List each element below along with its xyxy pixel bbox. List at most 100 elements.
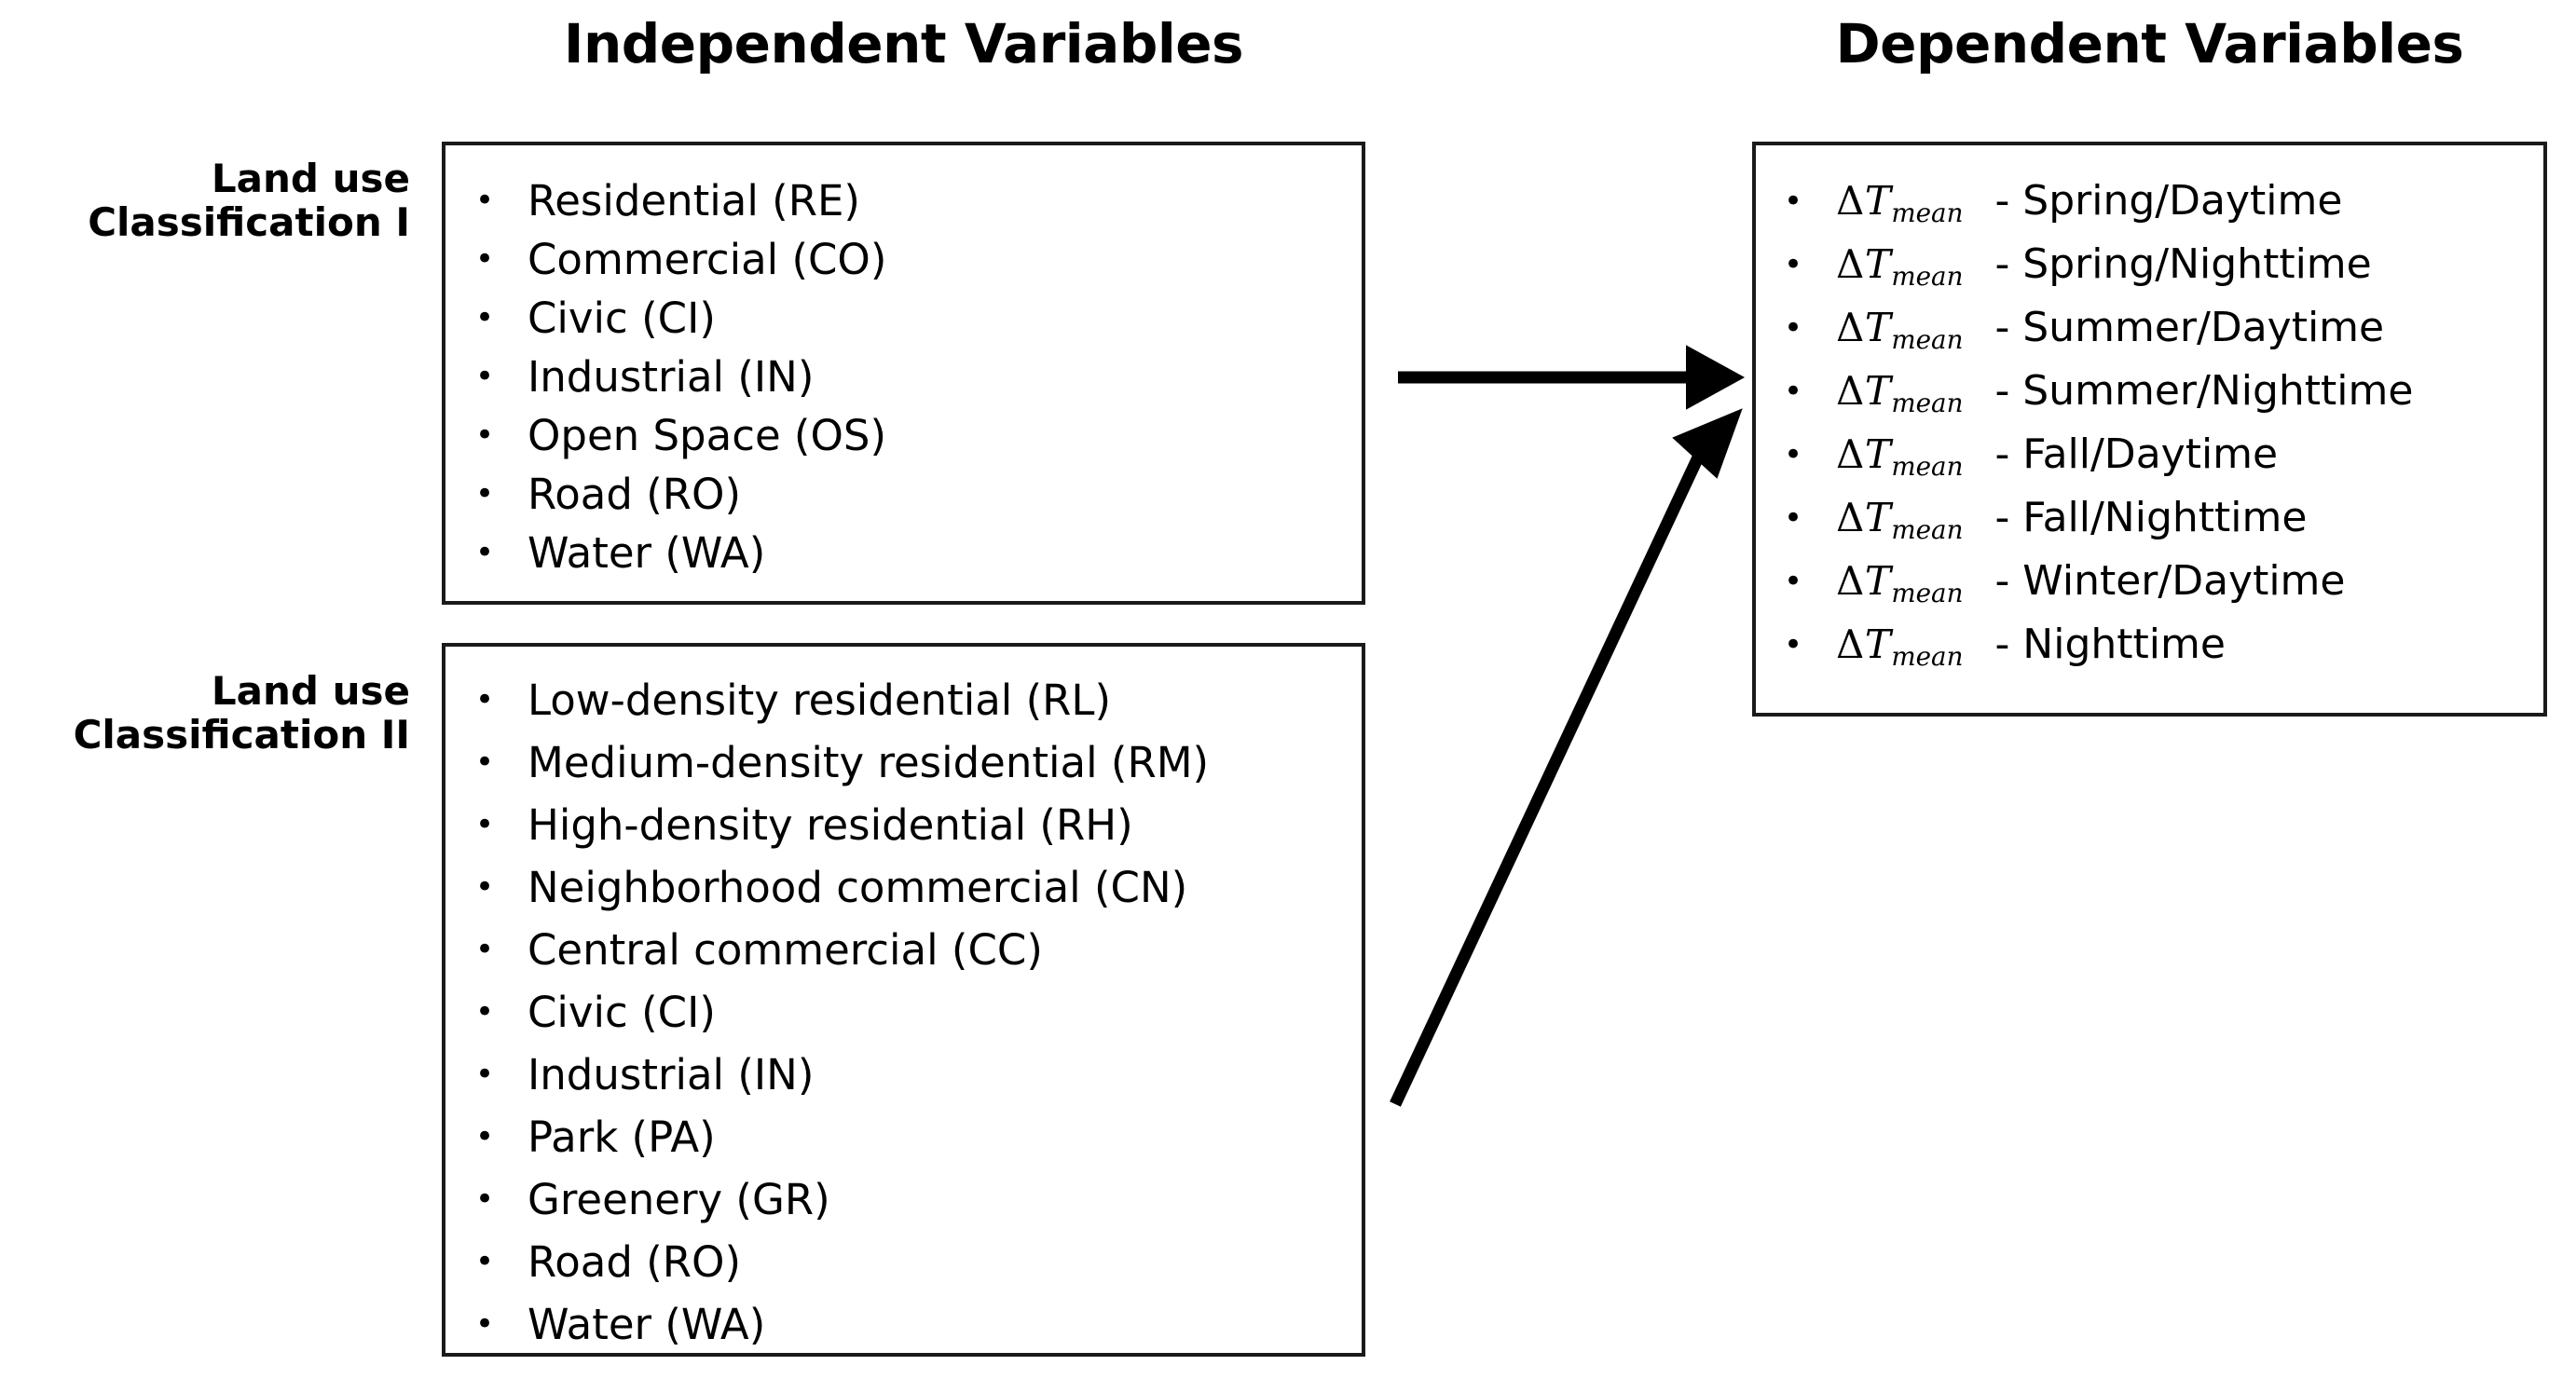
bullet-icon: • — [475, 931, 495, 968]
dependent-variable-item: • ΔTmean - Summer/Nighttime — [1784, 360, 2543, 423]
dependent-variable-item: • ΔTmean - Nighttime — [1784, 613, 2543, 676]
bullet-icon: • — [475, 868, 495, 906]
classification-2-label: Medium-density residential (RM) — [528, 738, 1210, 787]
label-line-2: Classification I — [88, 199, 410, 246]
list-dependent-variables: • ΔTmean - Spring/Daytime • ΔTmean - Spring/N… — [1756, 145, 2543, 676]
classification-2-item: •Road (RO) — [475, 1231, 1362, 1293]
season-period-label: - Winter/Daytime — [1994, 557, 2346, 605]
list-classification-1: •Residential (RE)•Commercial (CO)•Civic … — [445, 145, 1362, 582]
classification-2-label: Civic (CI) — [528, 988, 716, 1037]
season-period-label: - Fall/Daytime — [1994, 430, 2279, 478]
classification-2-item: • Central commercial (CC) — [475, 919, 1362, 981]
bullet-icon: • — [1784, 626, 1803, 663]
bullet-icon: • — [475, 744, 495, 781]
dependent-variable-label: ΔTmean - Winter/Daytime — [1836, 550, 2345, 625]
bullet-icon: • — [475, 806, 495, 843]
classification-1-item: • Civic (CI) — [475, 289, 1362, 348]
classification-1-label: Water (WA) — [528, 528, 766, 578]
season-period-label: - Spring/Daytime — [1994, 177, 2343, 225]
classification-1-item: • Road (RO) — [475, 465, 1362, 524]
delta-t-mean-symbol: ΔTmean — [1836, 178, 1964, 228]
bullet-icon: • — [1784, 183, 1803, 220]
classification-2-item: • High-density residential (RH) — [475, 794, 1362, 856]
label-land-use-classification-2: Land use Classification II — [0, 669, 410, 757]
classification-2-label: Park (PA) — [528, 1113, 716, 1162]
bullet-icon: • — [1784, 373, 1803, 410]
dependent-variable-label: ΔTmean - Fall/Daytime — [1836, 423, 2278, 498]
dependent-variable-item: • ΔTmean - Spring/Daytime — [1784, 170, 2543, 233]
classification-2-label: Low-density residential (RL) — [528, 676, 1112, 725]
bullet-icon: • — [1784, 499, 1803, 537]
delta-t-mean-symbol: ΔTmean — [1836, 431, 1964, 482]
season-period-label: - Summer/Nighttime — [1994, 367, 2414, 415]
box-independent-classification-1: •Residential (RE)•Commercial (CO)•Civic … — [442, 142, 1365, 605]
classification-2-item: • Medium-density residential (RM) — [475, 731, 1362, 794]
classification-2-item: • Park (PA) — [475, 1106, 1362, 1168]
delta-t-mean-symbol: ΔTmean — [1836, 305, 1964, 355]
classification-2-item: • Low-density residential (RL) — [475, 669, 1362, 731]
bullet-icon: • — [1784, 436, 1803, 473]
bullet-icon: • — [1784, 246, 1803, 283]
bullet-icon: • — [475, 993, 495, 1031]
bullet-icon: • — [475, 182, 495, 219]
bullet-icon: • — [475, 358, 495, 395]
classification-2-item: • Neighborhood commercial (CN) — [475, 856, 1362, 919]
classification-1-item: • Industrial (IN) — [475, 348, 1362, 406]
classification-1-item: •Commercial (CO) — [475, 230, 1362, 289]
delta-t-mean-symbol: ΔTmean — [1836, 621, 1964, 672]
label-land-use-classification-1: Land use Classification I — [0, 157, 410, 244]
bullet-icon: • — [475, 1056, 495, 1093]
classification-2-label: Water (WA) — [528, 1300, 766, 1349]
delta-t-mean-symbol: ΔTmean — [1836, 495, 1964, 545]
classification-1-label: Road (RO) — [528, 470, 742, 519]
box-dependent-variables: • ΔTmean - Spring/Daytime • ΔTmean - Spring/N… — [1752, 142, 2547, 717]
classification-2-item: • Water (WA) — [475, 1293, 1362, 1356]
classification-1-label: Open Space (OS) — [528, 411, 887, 460]
season-period-label: - Fall/Nighttime — [1994, 494, 2308, 541]
dependent-variable-label: ΔTmean - Nighttime — [1836, 613, 2226, 689]
bullet-icon: • — [475, 1305, 495, 1343]
classification-2-label: Greenery (GR) — [528, 1175, 830, 1224]
classification-2-label: High-density residential (RH) — [528, 800, 1133, 850]
bullet-icon: • — [1784, 309, 1803, 347]
dependent-variable-label: ΔTmean - Fall/Nighttime — [1836, 486, 2307, 562]
label-line-1: Land use — [211, 668, 410, 714]
bullet-icon: • — [475, 534, 495, 571]
bullet-icon: • — [475, 681, 495, 718]
page-title-independent-variables: Independent Variables — [563, 12, 1244, 75]
bullet-icon: • — [475, 299, 495, 336]
label-line-2: Classification II — [73, 712, 410, 758]
arrow-horizontal — [1398, 345, 1746, 410]
dependent-variable-label: ΔTmean - Summer/Daytime — [1836, 296, 2384, 372]
bullet-icon: • — [475, 240, 495, 278]
arrow-diagonal — [1390, 408, 1743, 1107]
classification-1-item: • Water (WA) — [475, 524, 1362, 582]
delta-t-mean-symbol: ΔTmean — [1836, 241, 1964, 292]
dependent-variable-item: • ΔTmean - Fall/Daytime — [1784, 423, 2543, 486]
season-period-label: - Nighttime — [1994, 621, 2226, 668]
dependent-variable-item: • ΔTmean - Summer/Daytime — [1784, 296, 2543, 360]
list-classification-2: • Low-density residential (RL) • Medium-den… — [445, 647, 1362, 1356]
delta-t-mean-symbol: ΔTmean — [1836, 558, 1964, 608]
classification-2-label: Neighborhood commercial (CN) — [528, 863, 1188, 912]
label-line-1: Land use — [211, 156, 410, 201]
delta-t-mean-symbol: ΔTmean — [1836, 368, 1964, 418]
season-period-label: - Summer/Daytime — [1994, 304, 2385, 351]
classification-2-label: Road (RO) — [528, 1237, 742, 1287]
season-period-label: - Spring/Nighttime — [1994, 240, 2372, 288]
dependent-variable-label: ΔTmean - Summer/Nighttime — [1836, 360, 2413, 435]
classification-2-item: • Industrial (IN) — [475, 1044, 1362, 1106]
dependent-variable-item: •ΔTmean- Winter/Daytime — [1784, 550, 2543, 613]
classification-2-item: • Civic (CI) — [475, 981, 1362, 1044]
classification-2-label: Central commercial (CC) — [528, 925, 1043, 975]
classification-1-item: •Residential (RE) — [475, 171, 1362, 230]
bullet-icon: • — [475, 1118, 495, 1155]
classification-1-label: Industrial (IN) — [528, 352, 815, 402]
dependent-variable-item: • ΔTmean - Spring/Nighttime — [1784, 233, 2543, 296]
bullet-icon: • — [475, 475, 495, 512]
page-title-dependent-variables: Dependent Variables — [1835, 12, 2464, 75]
classification-2-label: Industrial (IN) — [528, 1050, 815, 1099]
dependent-variable-item: • ΔTmean - Fall/Nighttime — [1784, 486, 2543, 550]
classification-1-label: Civic (CI) — [528, 294, 716, 343]
